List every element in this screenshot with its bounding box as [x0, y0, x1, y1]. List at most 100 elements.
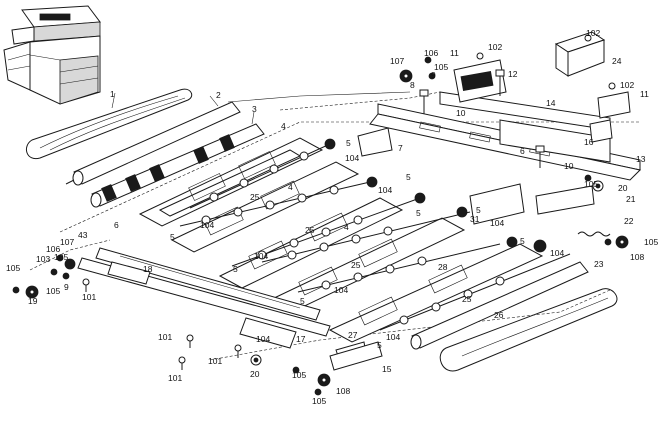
bushing-20-right — [592, 180, 604, 192]
callout-c4b: 4 — [288, 182, 293, 192]
callout-c105b: 105 — [46, 286, 60, 296]
bracket-upper-right — [439, 91, 611, 163]
eclip-105f — [292, 366, 300, 374]
callout-c106a: 106 — [424, 48, 438, 58]
bracket-7 — [357, 127, 393, 157]
callout-c22: 22 — [624, 216, 634, 226]
pin-12 — [495, 69, 505, 96]
callout-c108a: 108 — [630, 252, 644, 262]
eclip-105h — [62, 272, 70, 280]
callout-c101a: 101 — [82, 292, 96, 302]
callout-c102c: 102 — [620, 80, 634, 90]
callout-c103: 103 — [36, 254, 50, 264]
eclip-105g — [314, 388, 322, 396]
callout-c12: 12 — [508, 69, 518, 79]
callout-c10b: 10 — [564, 161, 574, 171]
callout-c5f: 5 — [416, 208, 421, 218]
callout-c23: 23 — [594, 259, 604, 269]
gear-108-right — [615, 235, 629, 249]
bracket-18 — [107, 261, 151, 285]
callout-c102a: 102 — [488, 42, 502, 52]
callout-c9a: 9 — [431, 70, 436, 80]
callout-c20b: 20 — [250, 369, 260, 379]
callout-c5a: 5 — [346, 138, 351, 148]
callout-c6a: 6 — [114, 220, 119, 230]
bracket-15 — [329, 341, 383, 371]
callout-c43: 43 — [78, 230, 88, 240]
transfer-belt-upper — [25, 88, 193, 160]
eclip-105d — [584, 174, 592, 182]
callout-c101b: 101 — [158, 332, 172, 342]
callout-c5g: 5 — [476, 205, 481, 215]
spring-22 — [577, 231, 611, 237]
callout-c101d: 101 — [208, 356, 222, 366]
callout-c13: 13 — [636, 154, 646, 164]
guide-plate-2 — [170, 161, 360, 253]
eclip-105b — [50, 268, 58, 276]
callout-c104d: 104 — [334, 285, 348, 295]
roller-shaft-e — [297, 236, 518, 293]
callout-c105e: 105 — [644, 237, 658, 247]
roller-shaft-a — [189, 138, 336, 209]
callout-c24: 24 — [612, 56, 622, 66]
callout-c28: 28 — [438, 262, 448, 272]
callout-c14: 14 — [546, 98, 556, 108]
callout-c25b: 25 — [305, 225, 315, 235]
callout-c10a: 10 — [456, 108, 466, 118]
callout-c105d: 105 — [584, 179, 598, 189]
collar-106-top — [424, 56, 432, 64]
callout-c104h: 104 — [550, 248, 564, 258]
callout-c104a: 104 — [345, 153, 359, 163]
callout-c107b: 107 — [60, 237, 74, 247]
callout-c17: 17 — [296, 334, 306, 344]
screw-101c — [178, 356, 186, 370]
roller-23 — [410, 261, 589, 350]
callout-c26: 26 — [494, 310, 504, 320]
callout-c5b: 5 — [170, 232, 175, 242]
roller-shaft-d — [261, 206, 471, 263]
callout-c4a: 4 — [281, 121, 286, 131]
callout-c5c: 5 — [233, 264, 238, 274]
callout-c104f: 104 — [490, 218, 504, 228]
callout-c2: 2 — [216, 90, 221, 100]
guide-plate-5 — [328, 243, 544, 343]
callout-c20a: 20 — [618, 183, 628, 193]
callout-c107a: 107 — [390, 56, 404, 66]
callout-c16: 16 — [584, 137, 594, 147]
callout-c106b: 106 — [46, 244, 60, 254]
callout-c105c: 105 — [434, 62, 448, 72]
callout-c105h: 105 — [54, 252, 68, 262]
callout-c9b: 9 — [64, 282, 69, 292]
callout-c101c: 101 — [168, 373, 182, 383]
copier-thumbnail — [3, 5, 101, 105]
callout-c104b: 104 — [200, 220, 214, 230]
callout-c7: 7 — [398, 143, 403, 153]
transfer-belt-lower — [439, 288, 618, 372]
callout-c1: 1 — [110, 89, 115, 99]
callout-c18: 18 — [143, 264, 153, 274]
block-21 — [535, 185, 595, 215]
pin-8 — [419, 89, 429, 114]
callout-c11b: 11 — [640, 89, 649, 99]
gear-19 — [25, 285, 39, 299]
callout-c19: 19 — [28, 296, 38, 306]
pin-6-right — [535, 145, 545, 168]
screw-101a — [82, 278, 90, 292]
eclip-105c — [428, 72, 436, 80]
bracket-11-upper — [453, 59, 507, 103]
callout-c5i: 5 — [377, 340, 382, 350]
callout-c3: 3 — [252, 104, 257, 114]
callout-c104g: 104 — [386, 332, 400, 342]
callout-c108b: 108 — [336, 386, 350, 396]
roller-2 — [65, 95, 241, 186]
bracket-17 — [239, 317, 297, 349]
callout-c21: 21 — [626, 194, 636, 204]
bracket-11-right — [597, 91, 631, 119]
callout-c4c: 4 — [344, 222, 349, 232]
callout-c31: 31 — [470, 214, 480, 224]
callout-c104i: 104 — [256, 334, 270, 344]
eclip-105a — [12, 286, 20, 294]
